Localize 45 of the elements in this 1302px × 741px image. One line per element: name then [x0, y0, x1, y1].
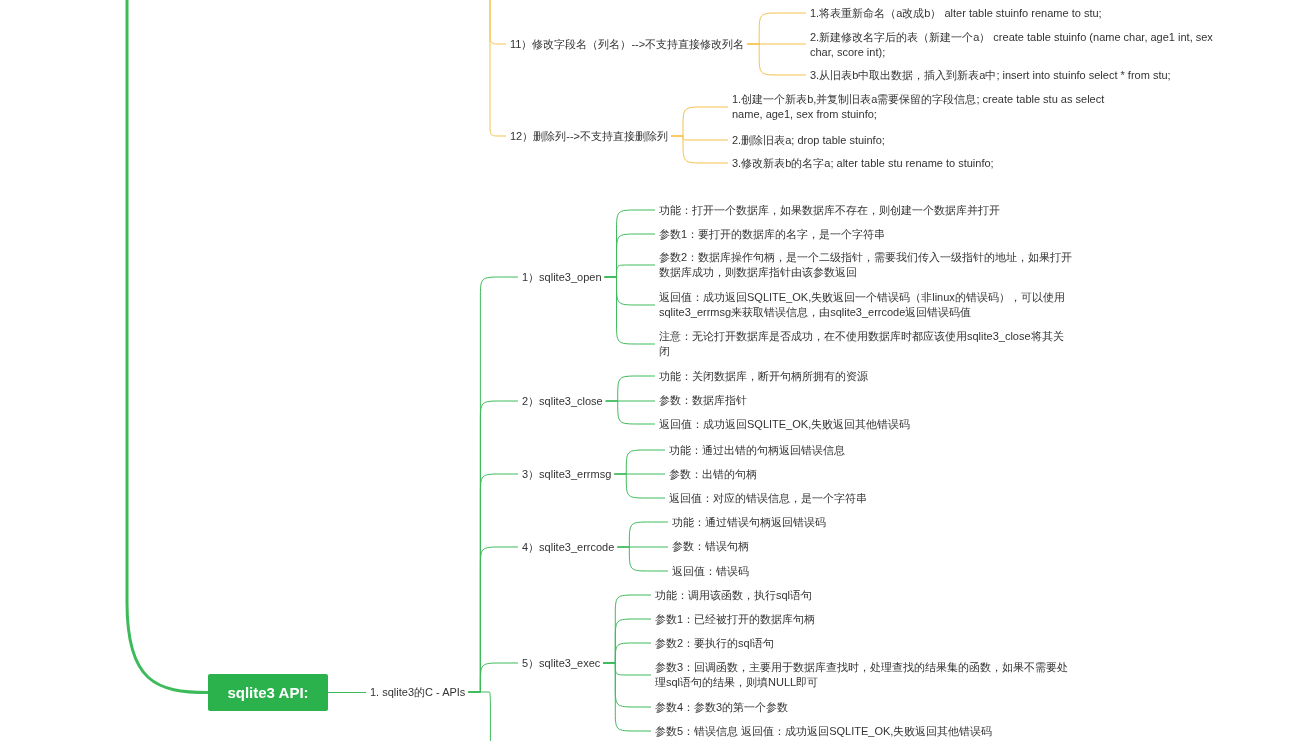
branch-line	[746, 43, 807, 76]
topic-text: 参数1：要打开的数据库的名字，是一个字符串	[655, 226, 889, 242]
topic-text: 3）sqlite3_errmsg	[518, 466, 615, 482]
topic-text: 参数：错误句柄	[668, 538, 752, 554]
topic-text: 参数：出错的句柄	[665, 466, 760, 482]
topic-text: 3.从旧表b中取出数据，插入到新表a中; insert into stuinfo select * from stu;	[806, 67, 1174, 83]
topic-text: 2.删除旧表a; drop table stuinfo;	[728, 132, 888, 148]
topic-text: 功能：通过出错的句柄返回错误信息	[665, 442, 848, 458]
topic-text: 1.创建一个新表b,并复制旧表a需要保留的字段信息; create table stu as select name, age1, sex from stuinfo;	[728, 92, 1120, 122]
topic-text: 11）修改字段名（列名）-->不支持直接修改列名	[506, 36, 748, 52]
topic-text: 1.将表重新命名（a改成b） alter table stuinfo rename to stu;	[806, 5, 1105, 21]
branch-line	[604, 276, 656, 345]
branch-line	[467, 691, 491, 741]
topic-text: 1. sqlite3的C - APIs	[366, 684, 469, 700]
branch-line	[613, 473, 666, 499]
topic-text: 功能：通过错误句柄返回错误码	[668, 514, 829, 530]
topic-text: 功能：打开一个数据库，如果数据库不存在，则创建一个数据库并打开	[655, 202, 1003, 218]
topic-text: 参数5：错误信息 返回值：成功返回SQLITE_OK,失败返回其他错误码	[651, 723, 996, 739]
topic-text: 返回值：错误码	[668, 563, 752, 579]
topic-text: 4）sqlite3_errcode	[518, 539, 618, 555]
topic-text: 5）sqlite3_exec	[518, 655, 604, 671]
topic-text: 3.修改新表b的名字a; alter table stu rename to stuinfo;	[728, 155, 997, 171]
branch-line	[327, 692, 367, 693]
topic-text: 参数3：回调函数，主要用于数据库查找时，处理查找的结果集的函数，如果不需要处理sql语句的结果，则填NULL即可	[651, 660, 1073, 690]
topic-text: 参数1：已经被打开的数据库句柄	[651, 611, 819, 627]
topic-text: 参数2：要执行的sql语句	[651, 635, 778, 651]
branch-line	[602, 662, 652, 732]
topic-text: 参数：数据库指针	[655, 392, 750, 408]
topic-text: 返回值：对应的错误信息，是一个字符串	[665, 490, 870, 506]
topic-text: 参数2：数据库操作句柄，是一个二级指针，需要我们传入一级指针的地址，如果打开数据库成功，则数据库指针由该参数返回	[655, 250, 1077, 280]
topic-text: 参数4：参数3的第一个参数	[651, 699, 792, 715]
topic-text: 返回值：成功返回SQLITE_OK,失败返回一个错误码（非linux的错误码），可以使用sqlite3_errmsg来获取错误信息，由sqlite3_errcode返回错误码值	[655, 290, 1077, 320]
branch-line	[125, 0, 209, 694]
topic-text: 功能：关闭数据库，断开句柄所拥有的资源	[655, 368, 871, 384]
branch-line	[670, 135, 729, 164]
topic-text: 2.新建修改名字后的表（新建一个a） create table stuinfo (name char, age1 int, sex char, score int);	[806, 30, 1223, 60]
branch-line	[605, 400, 656, 425]
topic-text: 注意：无论打开数据库是否成功，在不使用数据库时都应该使用sqlite3_close将其关闭	[655, 329, 1077, 359]
root-topic-box: sqlite3 API:	[208, 674, 328, 711]
branch-line	[616, 546, 669, 572]
topic-text: 功能：调用该函数，执行sql语句	[651, 587, 816, 603]
topic-text: 1）sqlite3_open	[518, 269, 605, 285]
topic-text: 2）sqlite3_close	[518, 393, 606, 409]
topic-text: 返回值：成功返回SQLITE_OK,失败返回其他错误码	[655, 416, 914, 432]
topic-text: 12）删除列-->不支持直接删除列	[506, 128, 671, 144]
